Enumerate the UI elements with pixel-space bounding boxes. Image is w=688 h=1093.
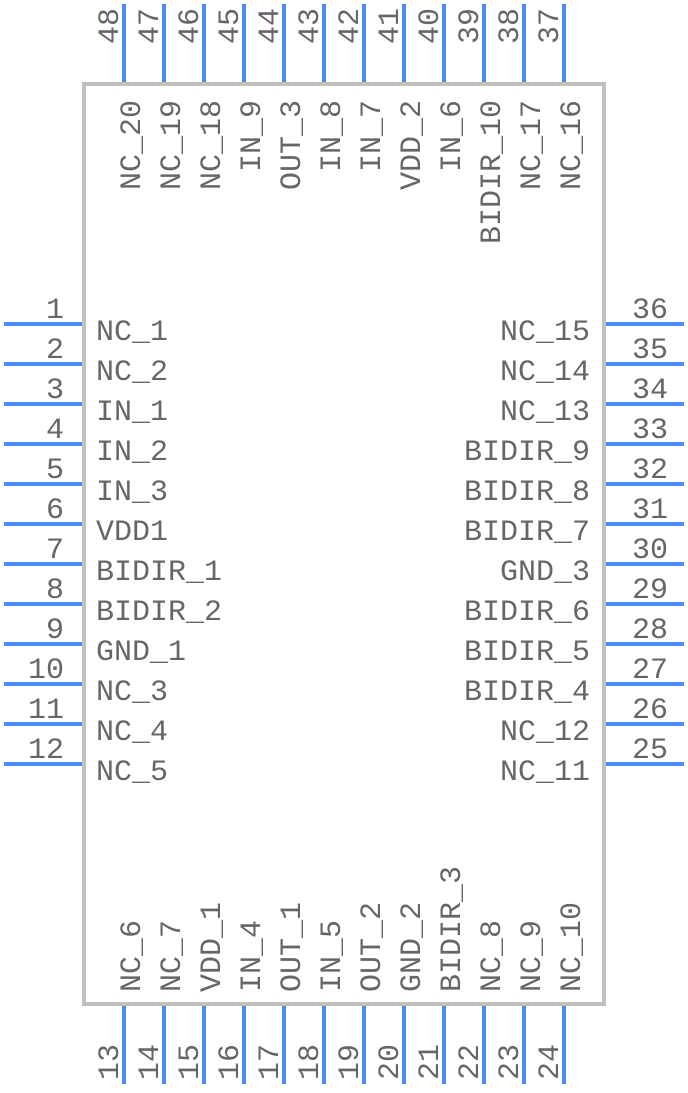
pin-name: BIDIR_9 xyxy=(464,436,590,470)
pins-layer: 1NC_12NC_23IN_14IN_25IN_36VDD17BIDIR_18B… xyxy=(4,4,684,1084)
pin-number: 25 xyxy=(632,734,668,768)
pin-number: 6 xyxy=(46,494,64,528)
pin-name: NC_7 xyxy=(156,920,190,992)
pin-name: NC_16 xyxy=(556,100,590,190)
pin-name: NC_15 xyxy=(500,316,590,350)
pin-number: 9 xyxy=(46,614,64,648)
pin-number: 18 xyxy=(294,1044,328,1080)
pin-number: 8 xyxy=(46,574,64,608)
pin-name: BIDIR_10 xyxy=(476,100,510,244)
pin-number: 40 xyxy=(414,8,448,44)
pin-name: GND_2 xyxy=(396,902,430,992)
pin-number: 27 xyxy=(632,654,668,688)
pin-name: IN_6 xyxy=(436,100,470,172)
pin-number: 38 xyxy=(494,8,528,44)
pin-number: 32 xyxy=(632,454,668,488)
pin-name: BIDIR_2 xyxy=(96,596,222,630)
pin-name: NC_11 xyxy=(500,756,590,790)
pin-name: NC_18 xyxy=(196,100,230,190)
pin-name: OUT_3 xyxy=(276,100,310,190)
pin-number: 43 xyxy=(294,8,328,44)
pin-name: NC_13 xyxy=(500,396,590,430)
pin-name: VDD_2 xyxy=(396,100,430,190)
pin-number: 24 xyxy=(534,1044,568,1080)
pin-number: 34 xyxy=(632,374,668,408)
pin-number: 36 xyxy=(632,294,668,328)
pin-name: IN_1 xyxy=(96,396,168,430)
pin-name: VDD1 xyxy=(96,516,168,550)
pin-number: 17 xyxy=(254,1044,288,1080)
pin-name: BIDIR_3 xyxy=(436,866,470,992)
pin-number: 7 xyxy=(46,534,64,568)
pin-number: 21 xyxy=(414,1044,448,1080)
pin-name: IN_5 xyxy=(316,920,350,992)
pin-name: OUT_1 xyxy=(276,902,310,992)
pin-number: 37 xyxy=(534,8,568,44)
pin-number: 33 xyxy=(632,414,668,448)
pin-name: IN_3 xyxy=(96,476,168,510)
pin-name: BIDIR_8 xyxy=(464,476,590,510)
pin-name: IN_2 xyxy=(96,436,168,470)
pin-number: 46 xyxy=(174,8,208,44)
pin-name: IN_9 xyxy=(236,100,270,172)
pin-name: OUT_2 xyxy=(356,902,390,992)
pin-number: 39 xyxy=(454,8,488,44)
pin-number: 47 xyxy=(134,8,168,44)
pin-number: 11 xyxy=(28,694,64,728)
pin-number: 20 xyxy=(374,1044,408,1080)
pin-name: NC_8 xyxy=(476,920,510,992)
pin-number: 12 xyxy=(28,734,64,768)
pin-number: 29 xyxy=(632,574,668,608)
pin-name: NC_4 xyxy=(96,716,168,750)
pin-name: GND_3 xyxy=(500,556,590,590)
pin-name: BIDIR_4 xyxy=(464,676,590,710)
pin-name: NC_19 xyxy=(156,100,190,190)
pin-number: 10 xyxy=(28,654,64,688)
pin-number: 44 xyxy=(254,8,288,44)
pin-number: 31 xyxy=(632,494,668,528)
pin-name: BIDIR_5 xyxy=(464,636,590,670)
pin-number: 30 xyxy=(632,534,668,568)
pin-number: 15 xyxy=(174,1044,208,1080)
pin-name: NC_1 xyxy=(96,316,168,350)
pin-name: IN_8 xyxy=(316,100,350,172)
pin-name: NC_9 xyxy=(516,920,550,992)
pin-number: 41 xyxy=(374,8,408,44)
pin-number: 35 xyxy=(632,334,668,368)
pin-name: NC_14 xyxy=(500,356,590,390)
pin-name: NC_20 xyxy=(116,100,150,190)
pin-number: 13 xyxy=(94,1044,128,1080)
pin-number: 5 xyxy=(46,454,64,488)
pin-number: 3 xyxy=(46,374,64,408)
pin-number: 16 xyxy=(214,1044,248,1080)
pin-name: NC_2 xyxy=(96,356,168,390)
pin-name: VDD_1 xyxy=(196,902,230,992)
pin-number: 28 xyxy=(632,614,668,648)
pin-name: NC_12 xyxy=(500,716,590,750)
pin-number: 14 xyxy=(134,1044,168,1080)
pin-number: 19 xyxy=(334,1044,368,1080)
pin-name: NC_3 xyxy=(96,676,168,710)
pin-number: 1 xyxy=(46,294,64,328)
pin-number: 4 xyxy=(46,414,64,448)
pin-name: NC_10 xyxy=(556,902,590,992)
pin-number: 45 xyxy=(214,8,248,44)
pin-name: BIDIR_1 xyxy=(96,556,222,590)
pin-number: 48 xyxy=(94,8,128,44)
pin-name: BIDIR_6 xyxy=(464,596,590,630)
pin-name: GND_1 xyxy=(96,636,186,670)
pin-number: 42 xyxy=(334,8,368,44)
pin-number: 23 xyxy=(494,1044,528,1080)
pin-number: 26 xyxy=(632,694,668,728)
pin-name: IN_7 xyxy=(356,100,390,172)
pin-name: NC_5 xyxy=(96,756,168,790)
pin-name: NC_17 xyxy=(516,100,550,190)
pin-name: IN_4 xyxy=(236,920,270,992)
pin-number: 2 xyxy=(46,334,64,368)
ic-body xyxy=(82,82,606,1006)
pin-number: 22 xyxy=(454,1044,488,1080)
pin-name: BIDIR_7 xyxy=(464,516,590,550)
pin-name: NC_6 xyxy=(116,920,150,992)
